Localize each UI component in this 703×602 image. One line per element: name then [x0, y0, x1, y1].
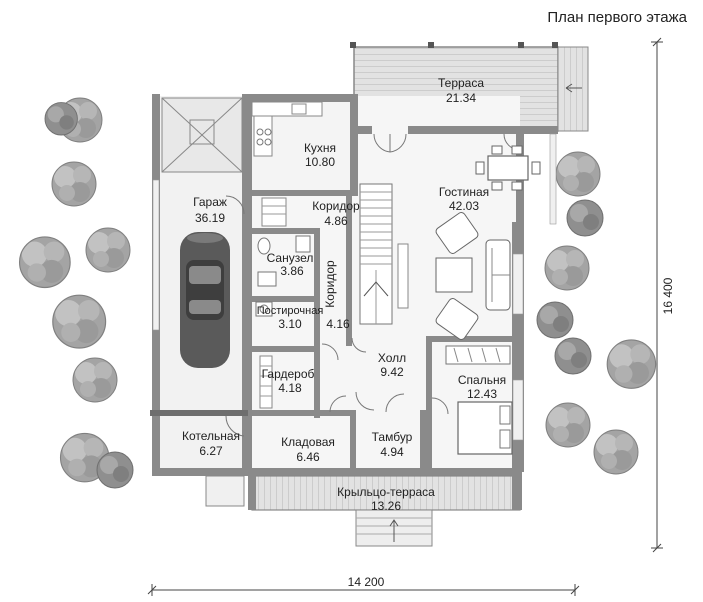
room-area-living: 42.03: [449, 199, 479, 213]
room-area-bathroom: 3.86: [280, 264, 304, 278]
room-name-vestibule: Тамбур: [372, 430, 413, 444]
room-area-garage: 36.19: [195, 211, 225, 225]
room-name-bathroom: Санузел: [267, 251, 314, 265]
room-name-bedroom: Спальня: [458, 373, 506, 387]
room-area-boiler: 6.27: [199, 444, 223, 458]
room-area-laundry: 3.10: [278, 317, 302, 331]
kitchen-counter: [251, 101, 323, 157]
room-labels: Терраса 21.34 Кухня 10.80 Гостиная 42.03…: [182, 76, 506, 513]
room-area-corridor-1: 4.86: [324, 214, 348, 228]
windows: [152, 133, 557, 441]
room-name-laundry: Постирочная: [257, 305, 324, 317]
boiler-room-entry: [205, 475, 245, 507]
plan-title: План первого этажа: [547, 9, 687, 26]
room-name-corridor-1: Коридор: [312, 199, 360, 213]
room-name-porch: Крыльцо-терраса: [337, 485, 435, 499]
room-area-vestibule: 4.94: [380, 445, 404, 459]
room-area-storage: 6.46: [296, 450, 320, 464]
room-area-wardrobe: 4.18: [278, 381, 302, 395]
room-area-hall: 9.42: [380, 365, 404, 379]
bedroom-furniture: [259, 345, 513, 455]
car-icon: [180, 232, 230, 368]
width-label: 14 200: [348, 575, 385, 589]
dining-table: [475, 145, 541, 191]
room-name-wardrobe: Гардероб: [262, 367, 315, 381]
dimension-width: 14 200: [147, 575, 580, 596]
room-name-corridor-2: Коридор: [323, 260, 337, 308]
trees-left: [18, 97, 134, 489]
room-name-hall: Холл: [378, 351, 406, 365]
height-label: 16 400: [661, 277, 675, 314]
room-area-terrace: 21.34: [446, 91, 476, 105]
porch-terrace: [248, 472, 522, 547]
room-name-terrace: Терраса: [438, 76, 484, 90]
room-name-living: Гостиная: [439, 185, 489, 199]
room-area-kitchen: 10.80: [305, 155, 335, 169]
room-name-storage: Кладовая: [281, 435, 335, 449]
room-name-kitchen: Кухня: [304, 141, 336, 155]
room-name-garage: Гараж: [193, 195, 227, 209]
room-name-boiler: Котельная: [182, 429, 240, 443]
room-area-porch: 13.26: [371, 499, 401, 513]
dimension-height: 16 400: [651, 37, 675, 553]
room-area-bedroom: 12.43: [467, 387, 497, 401]
living-furniture: [435, 212, 511, 340]
stairs: [261, 183, 409, 325]
bathroom-fixtures: [255, 235, 311, 317]
room-area-corridor-2: 4.16: [326, 317, 350, 331]
